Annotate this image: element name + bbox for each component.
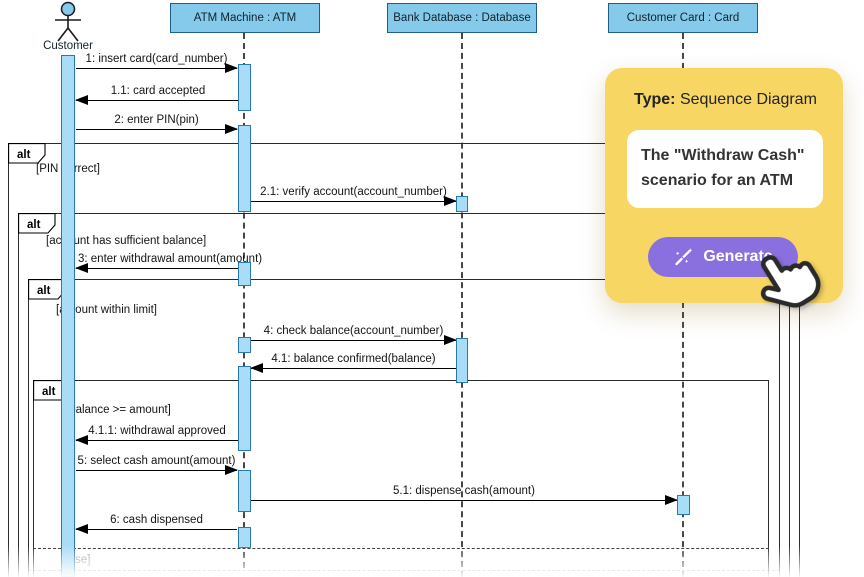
message-enter-pin: 2: enter PIN(pin) xyxy=(76,113,238,134)
bottom-fade xyxy=(0,545,864,577)
activation-atm xyxy=(238,470,251,512)
hand-cursor-icon xyxy=(760,255,821,308)
customer-card-lifeline xyxy=(682,33,684,577)
activation-atm xyxy=(238,366,251,451)
alt-fragment-approve xyxy=(33,380,769,577)
actor-label: Customer xyxy=(43,40,93,52)
activation-atm xyxy=(238,262,251,286)
atm-lifeline xyxy=(243,33,245,568)
lifeline-bank-database: Bank Database : Database xyxy=(387,3,537,33)
activation-atm xyxy=(238,125,251,212)
bank-db-lifeline xyxy=(461,33,463,577)
type-label: Type: xyxy=(634,91,676,108)
diagram-type-row: Type: Sequence Diagram xyxy=(634,91,817,109)
alt-operator-label: alt xyxy=(8,143,46,164)
message-enter-withdrawal-amount: 3: enter withdrawal amount(amount) xyxy=(75,252,262,273)
activation-customer xyxy=(61,55,75,577)
message-withdrawal-approved: 4.1.1: withdrawal approved xyxy=(75,424,238,445)
message-check-balance: 4: check balance(account_number) xyxy=(251,324,457,345)
lifeline-atm: ATM Machine : ATM xyxy=(170,3,320,33)
message-dispense-cash: 5.1: dispense cash(amount) xyxy=(251,484,678,505)
message-balance-confirmed: 4.1: balance confirmed(balance) xyxy=(250,352,456,373)
type-value: Sequence Diagram xyxy=(679,91,817,108)
guard-within-limit: [amount within limit] xyxy=(56,304,157,316)
svg-text:alt: alt xyxy=(27,219,41,231)
generate-label: Generate xyxy=(703,248,773,265)
alt-fragment-pin xyxy=(8,143,800,577)
scenario-description: The "Withdraw Cash" scenario for an ATM xyxy=(627,130,823,208)
magic-wand-icon xyxy=(675,247,693,265)
actor-icon xyxy=(55,1,81,42)
message-card-accepted: 1.1: card accepted xyxy=(75,84,240,105)
lifeline-customer-card: Customer Card : Card xyxy=(608,3,758,33)
message-select-cash-amount: 5: select cash amount(amount) xyxy=(76,454,238,475)
alt-fragment-balance xyxy=(18,213,790,577)
activation-bank-db xyxy=(456,338,468,383)
activation-atm xyxy=(238,64,251,111)
activation-atm xyxy=(238,337,251,353)
message-cash-dispensed: 6: cash dispensed xyxy=(75,513,237,534)
guard-sufficient-balance: [account has sufficient balance] xyxy=(46,235,207,247)
svg-text:alt: alt xyxy=(37,285,51,297)
activation-customer-card xyxy=(677,495,690,515)
svg-text:alt: alt xyxy=(17,149,31,161)
guard-balance-ge-amount: [balance >= amount] xyxy=(66,404,171,416)
activation-bank-db xyxy=(456,196,468,212)
message-insert-card: 1: insert card(card_number) xyxy=(76,52,238,73)
svg-text:alt: alt xyxy=(42,386,56,398)
alt-operator-label: alt xyxy=(18,213,56,234)
alt-fragment-limit xyxy=(28,279,780,577)
message-verify-account: 2.1: verify account(account_number) xyxy=(251,185,457,206)
